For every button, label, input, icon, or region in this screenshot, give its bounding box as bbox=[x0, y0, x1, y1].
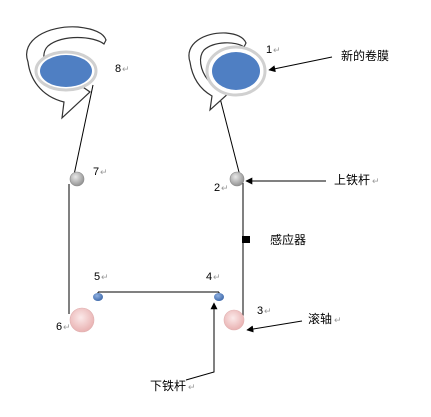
para-mark-8: ↵ bbox=[122, 64, 130, 74]
label-1: 1 bbox=[266, 44, 272, 56]
lower-rod-roller-left bbox=[93, 293, 103, 301]
label-sensor: 感应器 bbox=[270, 232, 306, 247]
label-8: 8 bbox=[115, 63, 121, 75]
para-mark-1: ↵ bbox=[273, 45, 281, 55]
curved-arrow-icon bbox=[188, 32, 247, 112]
film-path bbox=[68, 84, 244, 317]
label-roller: 滚轴 bbox=[308, 311, 332, 326]
para-mark-2: ↵ bbox=[221, 183, 229, 193]
para-mark-upper-rod: ↵ bbox=[372, 176, 380, 186]
label-5: 5 bbox=[94, 271, 100, 283]
label-new-film: 新的卷膜 bbox=[341, 48, 389, 63]
label-lower-rod: 下铁杆 bbox=[150, 379, 186, 393]
arrow-lower-rod bbox=[185, 302, 218, 381]
para-mark-6: ↵ bbox=[63, 322, 71, 332]
old-film-roll bbox=[26, 26, 107, 120]
label-2: 2 bbox=[214, 182, 220, 194]
new-film-roll bbox=[188, 32, 267, 112]
para-mark-roller: ↵ bbox=[334, 315, 342, 325]
film-line-left-top bbox=[73, 84, 94, 176]
curved-arrow-icon bbox=[26, 26, 107, 120]
lower-rod-roller-right bbox=[214, 293, 224, 301]
upper-roller-right bbox=[229, 171, 245, 187]
arrow-roller bbox=[246, 320, 303, 333]
bottom-roller-right bbox=[223, 309, 245, 331]
para-mark-4: ↵ bbox=[213, 272, 221, 282]
film-roll bbox=[212, 52, 260, 90]
para-mark-7: ↵ bbox=[100, 167, 108, 177]
label-upper-rod: 上铁杆 bbox=[334, 173, 370, 187]
upper-roller-left bbox=[69, 171, 85, 187]
film-line-right-top bbox=[219, 97, 241, 177]
label-4: 4 bbox=[206, 271, 212, 283]
label-6: 6 bbox=[56, 321, 62, 333]
para-mark-3: ↵ bbox=[264, 306, 272, 316]
film-roll bbox=[40, 55, 92, 87]
para-mark-5: ↵ bbox=[101, 272, 109, 282]
pointer-arrows bbox=[185, 56, 333, 381]
label-7: 7 bbox=[93, 166, 99, 178]
para-mark-lower-rod: ↵ bbox=[188, 382, 196, 392]
bottom-roller-left bbox=[69, 307, 95, 333]
arrow-new-film bbox=[268, 56, 333, 73]
square-sensor-icon bbox=[242, 236, 250, 243]
label-3: 3 bbox=[257, 305, 263, 317]
